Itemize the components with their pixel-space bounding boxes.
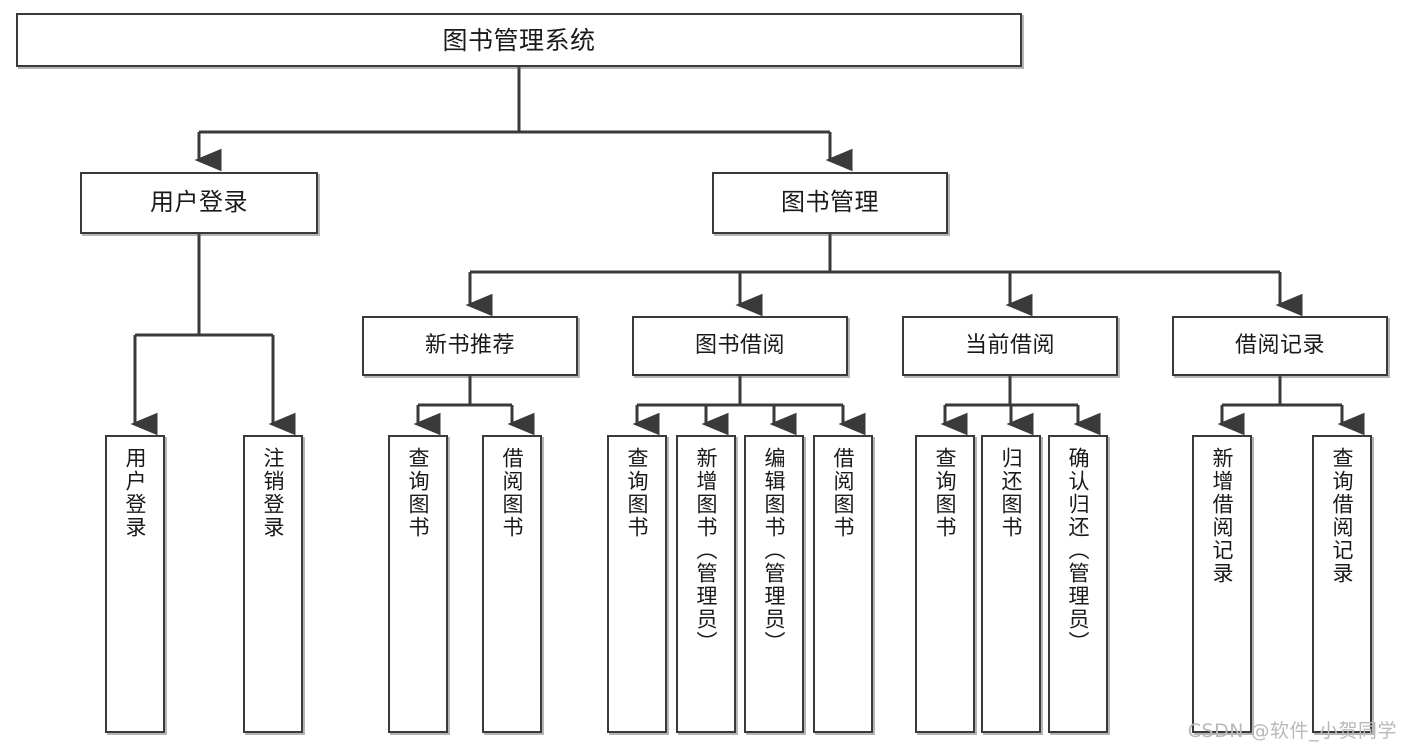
node-label: 借阅记录	[1234, 333, 1325, 359]
leaf-return-book[interactable]: 归还图书	[981, 435, 1041, 733]
node-label: 借阅图书	[500, 447, 525, 539]
node-label: 用户登录	[123, 447, 148, 539]
leaf-borrow-book[interactable]: 借阅图书	[813, 435, 873, 733]
leaf-user-login[interactable]: 用户登录	[105, 435, 165, 733]
leaf-edit-book-admin[interactable]: 编辑图书（管理员）	[744, 435, 804, 733]
leaf-logout[interactable]: 注销登录	[243, 435, 303, 733]
node-root-system[interactable]: 图书管理系统	[16, 13, 1022, 67]
node-new-book-recommend[interactable]: 新书推荐	[362, 316, 578, 376]
node-label: 当前借阅	[964, 333, 1055, 359]
leaf-add-book-admin[interactable]: 新增图书（管理员）	[676, 435, 736, 733]
node-label: 注销登录	[261, 447, 286, 539]
node-label: 查询借阅记录	[1330, 447, 1355, 585]
node-label: 新增借阅记录	[1210, 447, 1235, 585]
leaf-query-book-current[interactable]: 查询图书	[915, 435, 975, 733]
node-label: 编辑图书（管理员）	[762, 447, 787, 654]
node-label: 查询图书	[933, 447, 958, 539]
node-book-borrow[interactable]: 图书借阅	[632, 316, 848, 376]
leaf-query-book-new[interactable]: 查询图书	[388, 435, 448, 733]
node-label: 图书管理	[781, 188, 879, 217]
node-user-login[interactable]: 用户登录	[80, 172, 318, 234]
node-current-borrow[interactable]: 当前借阅	[902, 316, 1118, 376]
node-label: 归还图书	[999, 447, 1024, 539]
node-label: 图书管理系统	[442, 25, 596, 55]
node-label: 确认归还（管理员）	[1066, 447, 1091, 654]
leaf-query-borrow-record[interactable]: 查询借阅记录	[1312, 435, 1372, 733]
node-borrow-records[interactable]: 借阅记录	[1172, 316, 1388, 376]
csdn-watermark: CSDN @软件_小贺同学	[1187, 720, 1397, 742]
leaf-confirm-return-admin[interactable]: 确认归还（管理员）	[1048, 435, 1108, 733]
node-label: 图书借阅	[694, 333, 785, 359]
node-label: 借阅图书	[831, 447, 856, 539]
node-label: 查询图书	[625, 447, 650, 539]
node-label: 新书推荐	[424, 333, 515, 359]
node-book-management[interactable]: 图书管理	[712, 172, 948, 234]
leaf-query-book-borrow[interactable]: 查询图书	[607, 435, 667, 733]
node-label: 新增图书（管理员）	[694, 447, 719, 654]
node-label: 用户登录	[150, 188, 248, 217]
leaf-borrow-book-new[interactable]: 借阅图书	[482, 435, 542, 733]
leaf-add-borrow-record[interactable]: 新增借阅记录	[1192, 435, 1252, 733]
node-label: 查询图书	[406, 447, 431, 539]
